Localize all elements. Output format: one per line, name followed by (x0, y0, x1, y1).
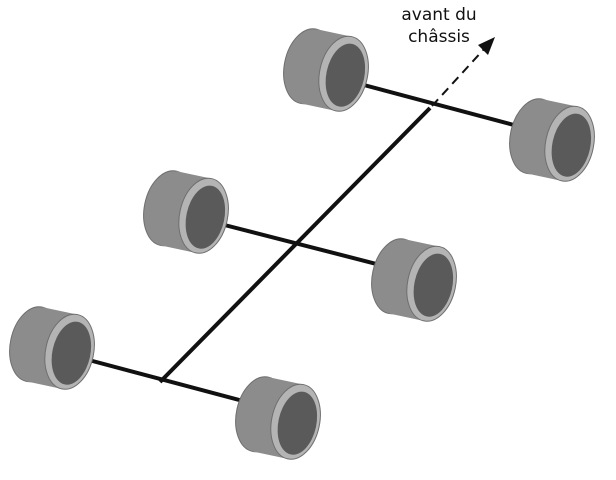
wheel-middle-right (364, 233, 464, 327)
chassis-frame (69, 37, 541, 408)
front-label-line1: avant du (401, 5, 477, 25)
front-label: avant du châssis (384, 4, 494, 48)
wheel-rear-right (228, 371, 328, 465)
front-axle (344, 78, 541, 134)
front-direction-arrow-head (478, 37, 495, 55)
rear-axle (69, 353, 263, 408)
wheel-middle-left (136, 165, 236, 259)
wheel-front-left (276, 23, 376, 117)
wheel-rear-left (2, 301, 102, 395)
wheel-front-right (502, 93, 602, 187)
front-label-line2: châssis (408, 27, 470, 47)
front-direction-arrow-shaft (431, 47, 486, 107)
middle-axle (204, 218, 401, 272)
